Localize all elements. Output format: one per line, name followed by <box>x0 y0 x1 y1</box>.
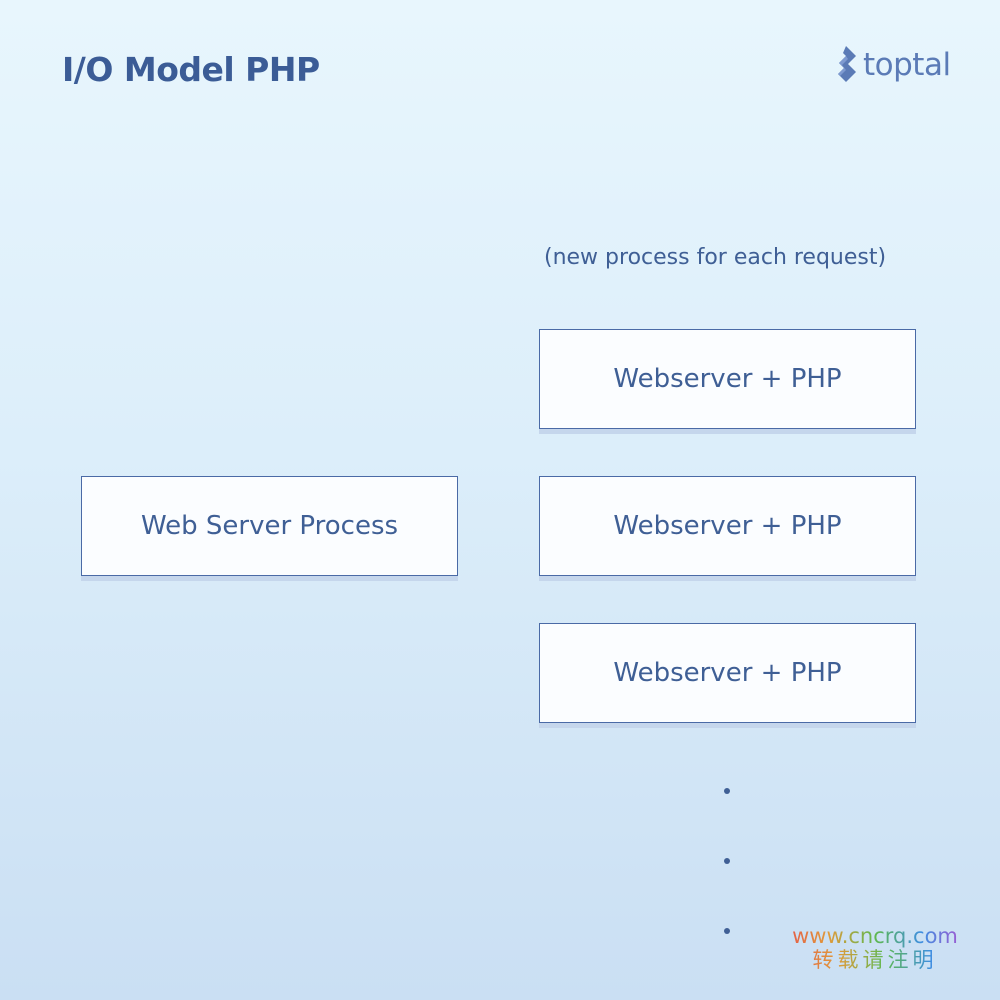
watermark-url: www.cncrq.com <box>782 924 968 948</box>
webserver-php-box: Webserver + PHP <box>539 476 916 576</box>
continuation-dot <box>724 788 730 794</box>
webserver-php-box: Webserver + PHP <box>539 623 916 723</box>
continuation-dot <box>724 928 730 934</box>
toptal-logo-icon <box>838 46 856 82</box>
webserver-php-label: Webserver + PHP <box>613 364 842 394</box>
toptal-logo: toptal <box>835 44 951 86</box>
watermark: www.cncrq.com 转载请注明 <box>782 924 968 972</box>
watermark-text: 转载请注明 <box>782 948 968 972</box>
web-server-process-box: Web Server Process <box>81 476 458 576</box>
webserver-php-box: Webserver + PHP <box>539 329 916 429</box>
page-title: I/O Model PHP <box>62 50 320 89</box>
web-server-process-label: Web Server Process <box>140 511 399 541</box>
toptal-logo-text: toptal <box>863 47 951 83</box>
process-note: (new process for each request) <box>544 245 887 270</box>
webserver-php-label: Webserver + PHP <box>613 511 842 541</box>
webserver-php-label: Webserver + PHP <box>613 658 842 688</box>
continuation-dot <box>724 858 730 864</box>
